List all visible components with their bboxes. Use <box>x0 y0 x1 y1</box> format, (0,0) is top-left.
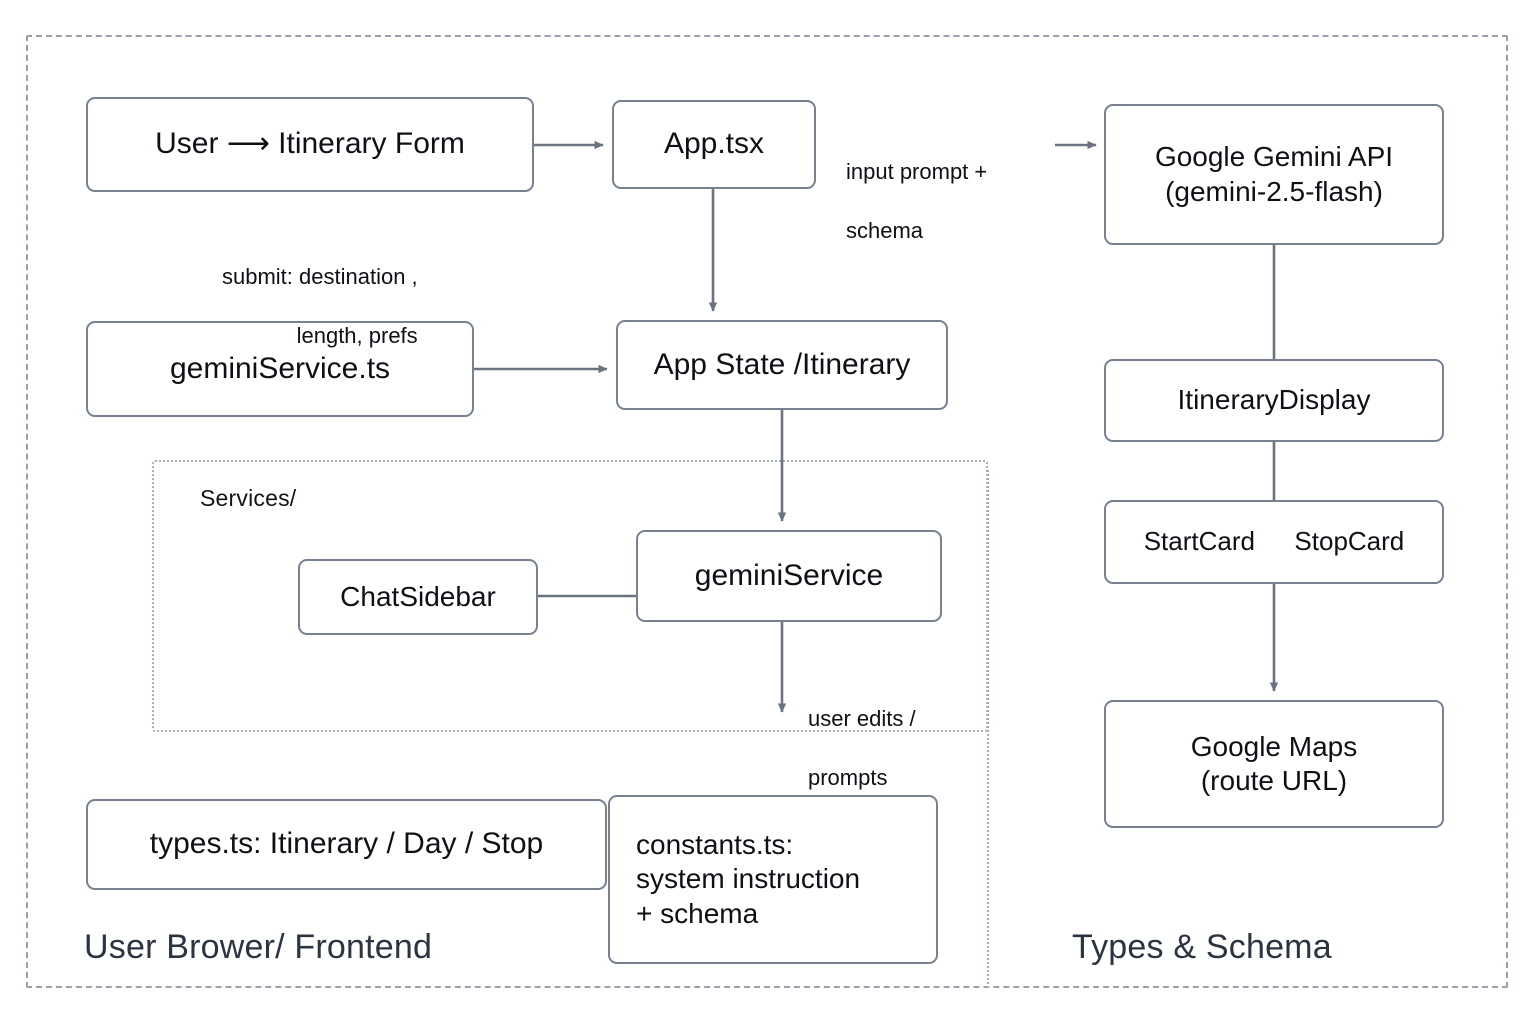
zone-caption-frontend: User Brower/ Frontend <box>84 928 433 966</box>
node-label-line1: Google Maps <box>1190 730 1358 762</box>
outer-dashed-frame <box>26 35 1508 988</box>
node-label-startcard: StartCard <box>1143 526 1255 557</box>
services-group-box <box>152 460 988 732</box>
node-google-gemini-api[interactable]: Google Gemini API (gemini-2.5-flash) <box>1104 104 1444 245</box>
column-divider <box>987 470 989 988</box>
node-label-line1: Google Gemini API <box>1154 141 1394 173</box>
node-app-tsx[interactable]: App.tsx <box>612 100 816 189</box>
node-label: Google Maps (route URL) <box>1181 728 1368 800</box>
node-label: geminiService.ts <box>169 351 391 385</box>
node-label: App.tsx <box>663 127 765 161</box>
node-user-itinerary-form[interactable]: User ⟶ Itinerary Form <box>86 97 534 192</box>
node-label-line2: (gemini-2.5-flash) <box>1165 175 1383 207</box>
edge-label-input-prompt: input prompt + schema <box>846 127 987 275</box>
node-constants-ts[interactable]: constants.ts: system instruction + schem… <box>608 795 938 964</box>
edge-label-line1: user edits / <box>808 705 916 731</box>
node-card-components[interactable]: StartCard StopCard <box>1104 500 1444 584</box>
node-label-line2: system instruction <box>636 863 861 895</box>
node-label: Google Gemini API (gemini-2.5-flash) <box>1145 138 1403 210</box>
edge-label-submit: submit: destination , length, prefs <box>222 232 418 380</box>
zone-caption-types-schema: Types & Schema <box>1072 928 1332 966</box>
services-group-label: Services/ <box>200 485 297 511</box>
node-label-line2: (route URL) <box>1200 765 1348 796</box>
node-label: geminiService <box>694 558 884 592</box>
edge-label-line2: schema <box>846 218 924 244</box>
edge-label-line1: input prompt + <box>846 158 988 184</box>
node-app-state-itinerary[interactable]: App State /Itinerary <box>616 320 948 410</box>
node-label: App State /Itinerary <box>653 347 911 381</box>
node-gemini-service[interactable]: geminiService <box>636 530 942 622</box>
node-chat-sidebar[interactable]: ChatSidebar <box>298 559 538 635</box>
node-label-line1: constants.ts: <box>636 829 794 861</box>
edge-label-user-edits: user edits / prompts <box>808 674 916 822</box>
node-itinerary-display[interactable]: ItineraryDisplay <box>1104 359 1444 442</box>
node-label: ChatSidebar <box>340 580 496 612</box>
node-geminiservice-ts[interactable]: geminiService.ts <box>86 321 474 417</box>
node-label-stopcard: StopCard <box>1294 526 1405 557</box>
node-types-ts[interactable]: types.ts: Itinerary / Day / Stop <box>86 799 607 890</box>
node-label: types.ts: Itinerary / Day / Stop <box>149 827 544 861</box>
edge-label-line1: submit: destination , <box>222 263 418 289</box>
node-label: constants.ts: system instruction + schem… <box>610 826 870 932</box>
node-label: ItineraryDisplay <box>1177 384 1371 416</box>
edge-label-line2: prompts <box>808 765 888 791</box>
node-label-line3: + schema <box>636 897 759 929</box>
node-google-maps[interactable]: Google Maps (route URL) <box>1104 700 1444 828</box>
edge-label-line2: length, prefs <box>296 323 418 349</box>
node-label: User ⟶ Itinerary Form <box>155 127 465 161</box>
